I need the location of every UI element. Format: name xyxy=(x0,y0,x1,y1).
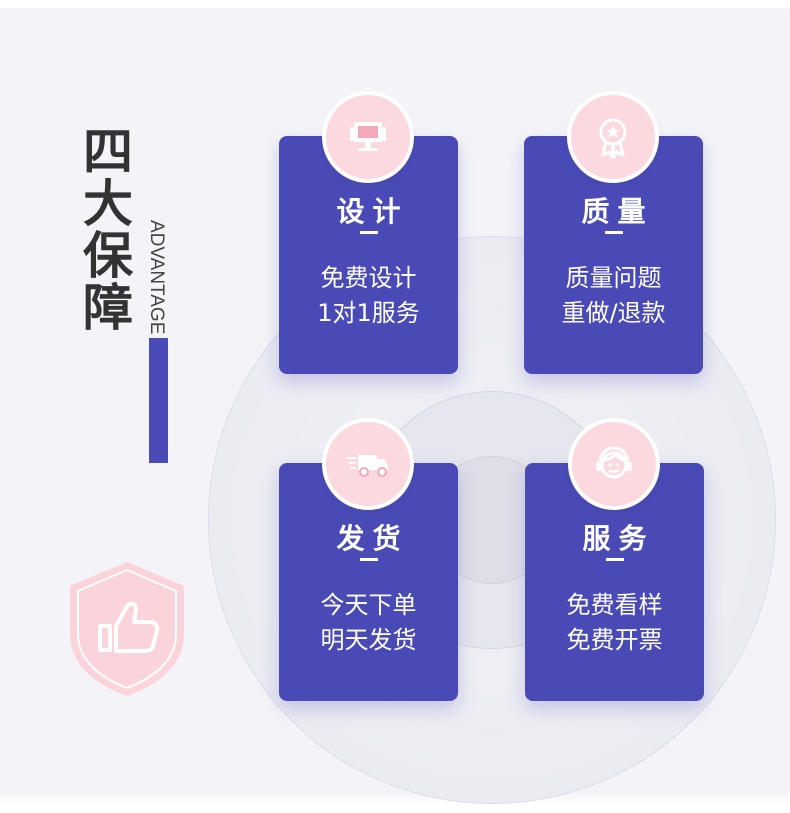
badge-service xyxy=(572,422,656,506)
title-char: 保 xyxy=(83,227,133,285)
monitor-icon xyxy=(350,122,386,151)
card-line: 今天下单 xyxy=(320,591,417,619)
section-subtitle: ADVANTAGE xyxy=(145,220,171,334)
card-line: 质量问题 xyxy=(565,264,662,292)
card-line: 重做/退款 xyxy=(561,299,666,327)
card-divider xyxy=(360,231,378,234)
badge-delivery xyxy=(326,422,410,506)
badge-quality xyxy=(571,95,655,179)
card-divider xyxy=(360,558,378,561)
card-line: 1对1服务 xyxy=(317,299,420,327)
section-title: 四 大 保 障 xyxy=(80,126,136,334)
card-title: 服务 xyxy=(582,522,655,555)
delivery-truck-icon xyxy=(346,455,388,477)
customer-service-icon xyxy=(596,446,632,479)
card-design: 设计 免费设计 1对1服务 xyxy=(279,136,458,374)
card-title: 发货 xyxy=(336,522,409,555)
card-line: 免费开票 xyxy=(566,626,663,654)
card-divider xyxy=(605,231,623,234)
title-char: 大 xyxy=(83,175,133,233)
title-char: 四 xyxy=(83,123,133,181)
card-line: 明天发货 xyxy=(320,626,417,654)
badge-design xyxy=(326,95,410,179)
accent-bar xyxy=(149,338,168,463)
title-char: 障 xyxy=(83,279,133,337)
thumbs-up-shield-icon xyxy=(70,562,184,696)
card-line: 免费看样 xyxy=(566,591,663,619)
card-title: 设计 xyxy=(336,195,409,228)
card-title: 质量 xyxy=(581,195,654,228)
subtitle-text: ADVANTAGE xyxy=(146,220,167,335)
award-medal-icon xyxy=(599,118,627,159)
card-divider xyxy=(606,558,624,561)
card-line: 免费设计 xyxy=(320,264,417,292)
